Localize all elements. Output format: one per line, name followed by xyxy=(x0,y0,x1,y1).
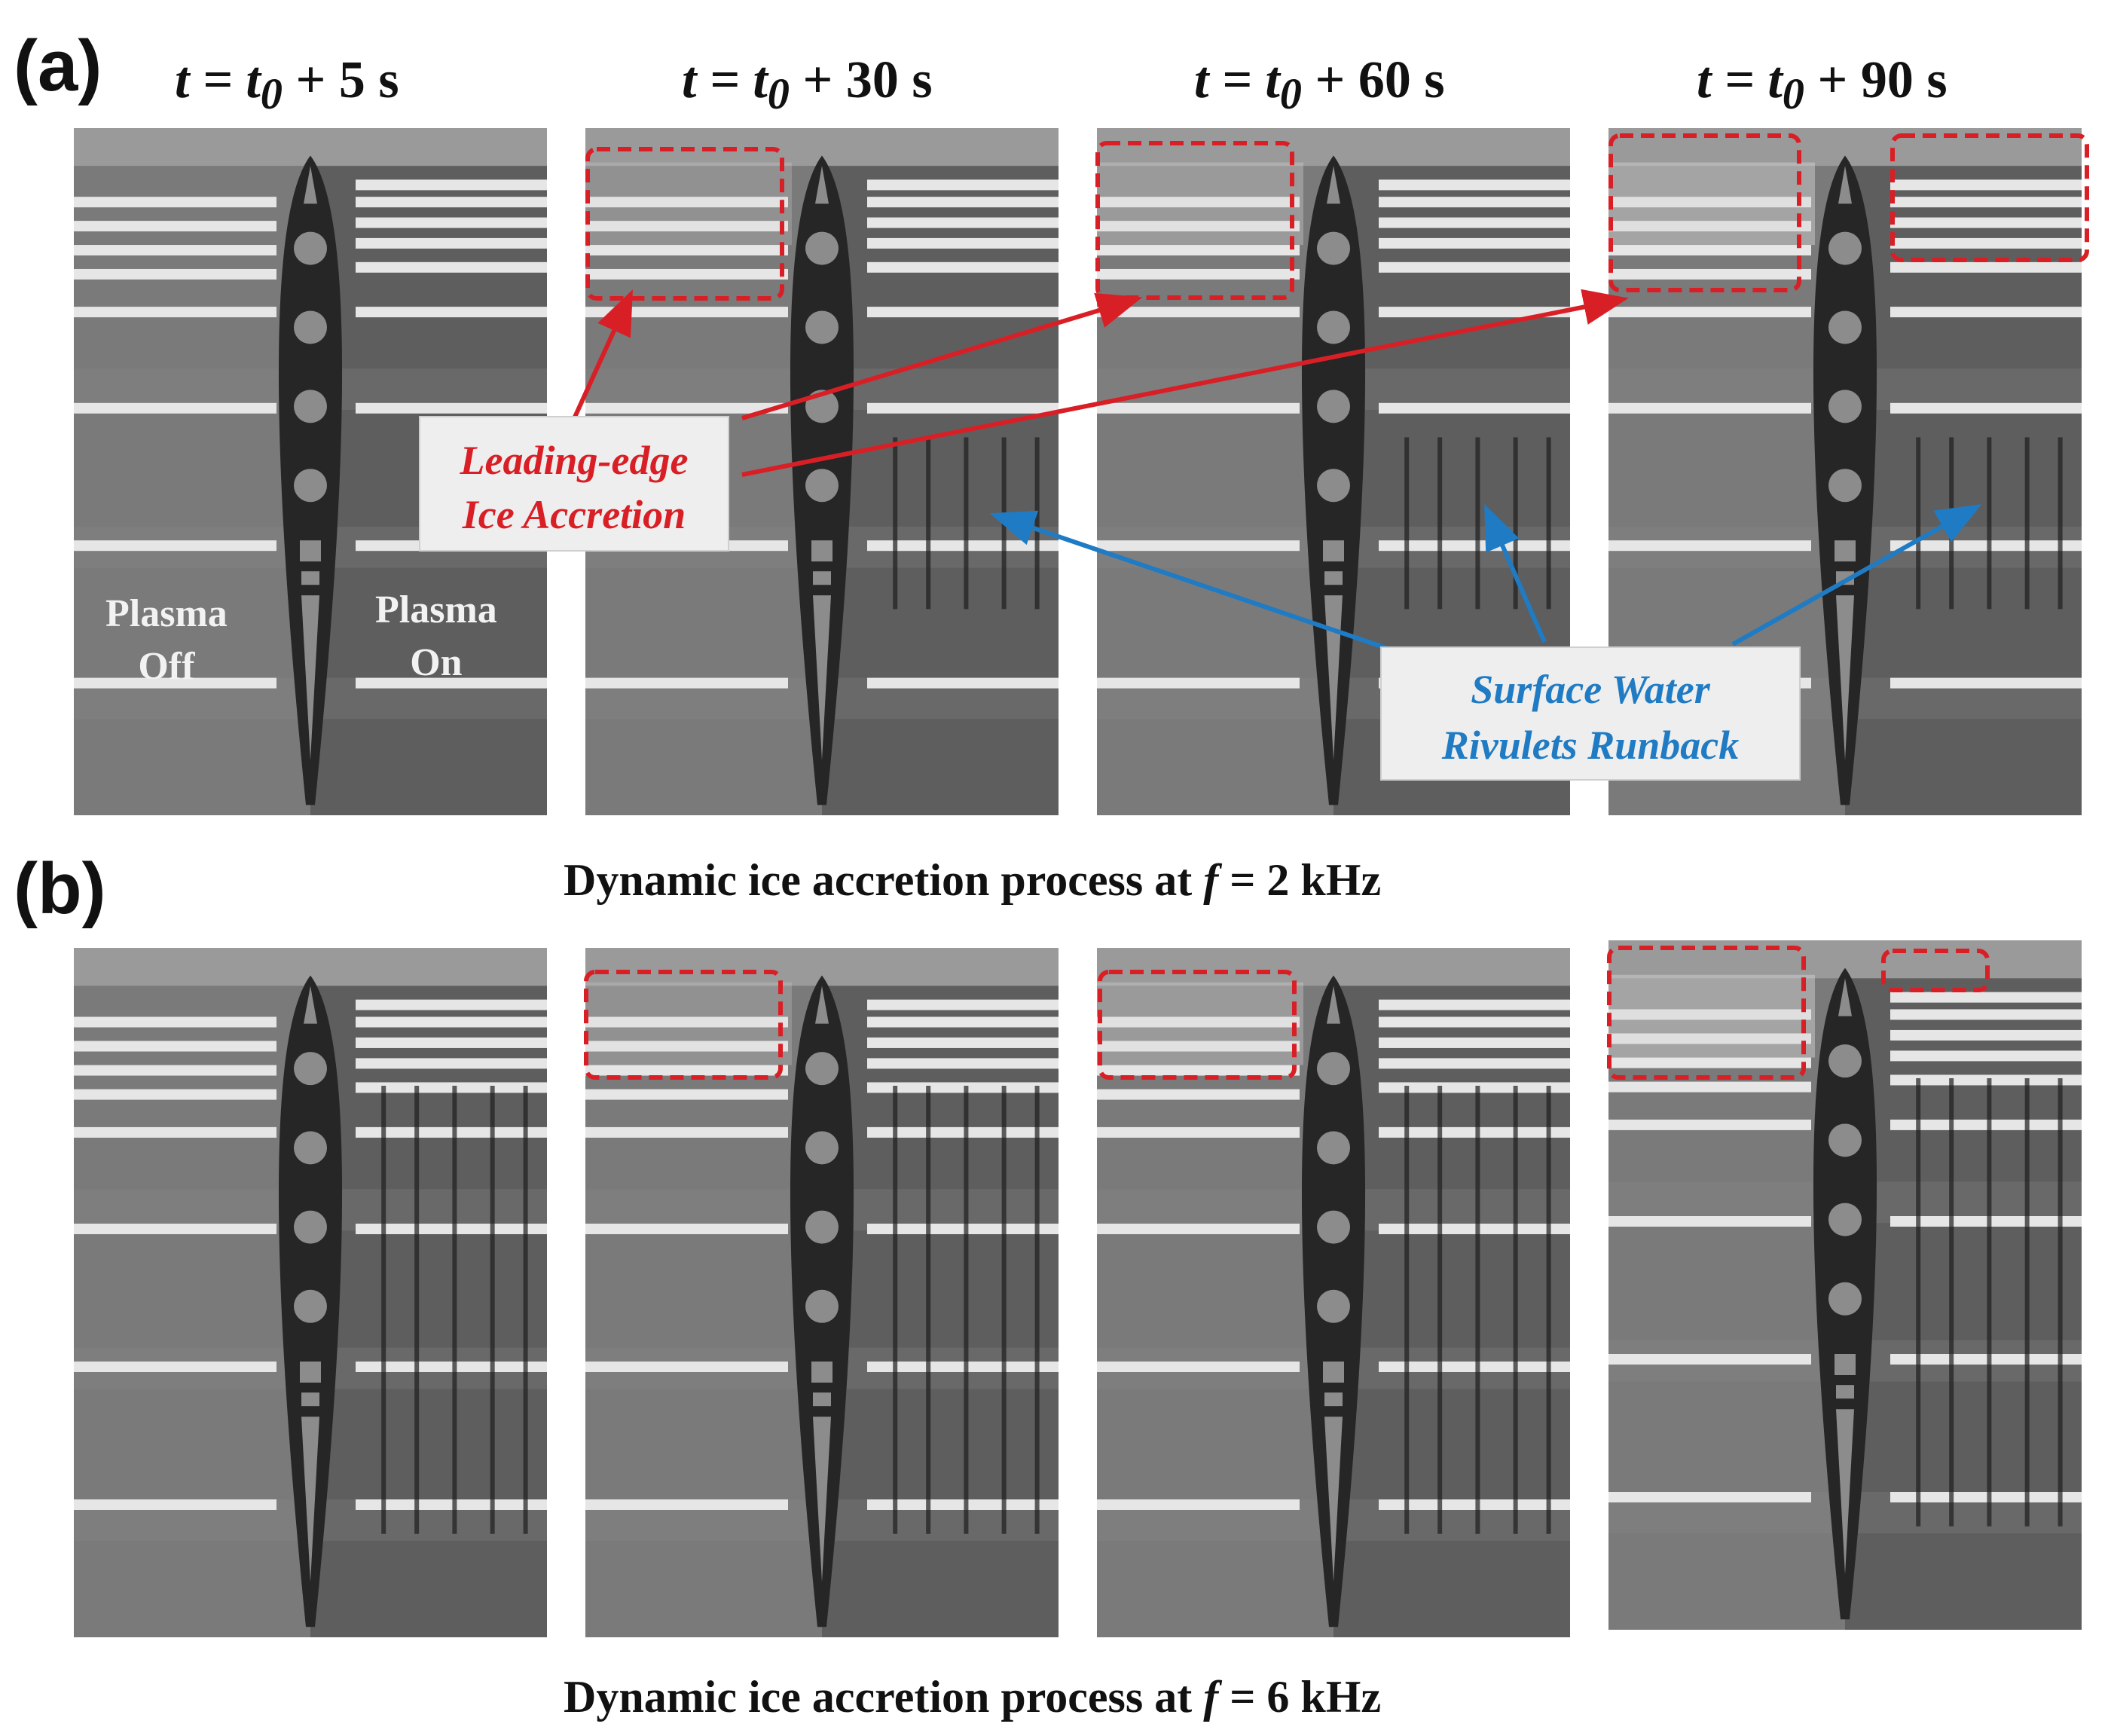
water-callout-line2: Rivulets Runback xyxy=(1441,723,1740,768)
caption-panel-b: Dynamic ice accretion process at f = 6 k… xyxy=(564,1672,1382,1722)
time-label-5s: t = t0 + 5 s xyxy=(175,51,399,118)
photo-frame-b-3 xyxy=(1097,948,1570,1637)
photo-frame-b-4 xyxy=(1608,940,2082,1630)
photo-frame-a-1 xyxy=(74,128,547,815)
caption-panel-a: Dynamic ice accretion process at f = 2 k… xyxy=(564,855,1382,905)
photo-frame-b-1 xyxy=(74,948,547,1637)
ice-callout-line1: Leading-edge xyxy=(460,438,689,483)
time-label-90s: t = t0 + 90 s xyxy=(1697,51,1948,118)
panel-label-b: (b) xyxy=(14,848,106,929)
time-label-30s: t = t0 + 30 s xyxy=(682,51,933,118)
photo-frame-b-2 xyxy=(585,948,1059,1637)
time-label-60s: t = t0 + 60 s xyxy=(1194,51,1445,118)
water-rivulets-callout: Surface Water Rivulets Runback xyxy=(1380,646,1801,781)
panel-label-a: (a) xyxy=(14,26,102,106)
water-callout-line1: Surface Water xyxy=(1471,667,1710,712)
ice-accretion-callout: Leading-edge Ice Accretion xyxy=(419,416,729,552)
ice-callout-line2: Ice Accretion xyxy=(462,492,686,537)
